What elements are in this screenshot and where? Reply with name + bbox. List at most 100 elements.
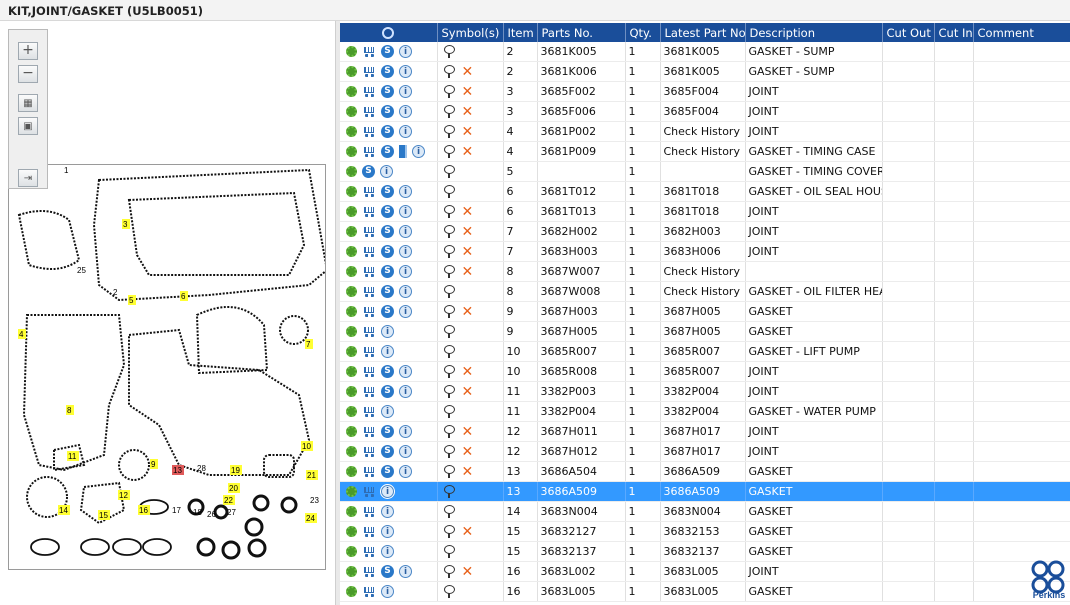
cart-icon[interactable] [362, 266, 376, 278]
manual-book-icon[interactable] [399, 145, 407, 159]
info-icon[interactable]: i [399, 185, 412, 199]
header-comment[interactable]: Comment [973, 23, 1070, 42]
service-info-icon[interactable]: S [381, 285, 394, 299]
callout-bubble-icon[interactable] [443, 565, 456, 579]
callout-label[interactable]: 15 [99, 511, 108, 520]
service-info-icon[interactable]: S [381, 265, 394, 279]
info-icon[interactable]: i [399, 45, 412, 59]
callout-bubble-icon[interactable] [443, 305, 456, 319]
callout-bubble-icon[interactable] [443, 105, 456, 119]
info-icon[interactable]: i [399, 105, 412, 119]
settings-gear-icon[interactable] [346, 126, 357, 138]
callout-bubble-icon[interactable] [443, 405, 456, 419]
info-icon[interactable]: i [399, 85, 412, 99]
service-info-icon[interactable]: S [381, 45, 394, 59]
header-item[interactable]: Item [503, 23, 538, 42]
info-icon[interactable]: i [399, 565, 412, 579]
superseded-x-icon[interactable]: ✕ [461, 63, 474, 80]
callout-label[interactable]: 19 [231, 466, 240, 475]
info-icon[interactable]: i [381, 505, 394, 519]
superseded-x-icon[interactable]: ✕ [461, 363, 474, 380]
cart-icon[interactable] [362, 186, 376, 198]
service-info-icon[interactable]: S [362, 165, 375, 179]
callout-bubble-icon[interactable] [443, 85, 456, 99]
callout-label[interactable]: 24 [306, 514, 315, 523]
header-latest-part[interactable]: Latest Part No. [660, 23, 746, 42]
superseded-x-icon[interactable]: ✕ [461, 143, 474, 160]
zoom-out-button[interactable]: − [18, 65, 38, 83]
header-cut-out[interactable]: Cut Out [882, 23, 935, 42]
callout-label[interactable]: 22 [224, 496, 233, 505]
settings-gear-icon[interactable] [346, 466, 357, 478]
callout-bubble-icon[interactable] [443, 325, 456, 339]
settings-gear-icon[interactable] [346, 206, 357, 218]
callout-bubble-icon[interactable] [443, 365, 456, 379]
service-info-icon[interactable]: S [381, 565, 394, 579]
callout-label[interactable]: 25 [77, 266, 86, 275]
cart-icon[interactable] [362, 106, 376, 118]
cart-icon[interactable] [362, 126, 376, 138]
zoom-in-button[interactable]: + [18, 42, 38, 60]
header-symbols[interactable]: Symbol(s) [437, 23, 504, 42]
info-icon[interactable]: i [399, 465, 412, 479]
info-icon[interactable]: i [412, 145, 425, 159]
settings-gear-icon[interactable] [346, 446, 357, 458]
settings-gear-icon[interactable] [346, 246, 357, 258]
info-icon[interactable]: i [381, 345, 394, 359]
service-info-icon[interactable]: S [381, 125, 394, 139]
callout-label[interactable]: 6 [181, 292, 186, 301]
service-info-icon[interactable]: S [381, 465, 394, 479]
panel-splitter[interactable] [336, 21, 340, 605]
superseded-x-icon[interactable]: ✕ [461, 303, 474, 320]
callout-bubble-icon[interactable] [443, 225, 456, 239]
cart-icon[interactable] [362, 566, 376, 578]
info-icon[interactable]: i [381, 325, 394, 339]
info-icon[interactable]: i [380, 165, 393, 179]
superseded-x-icon[interactable]: ✕ [461, 523, 474, 540]
superseded-x-icon[interactable]: ✕ [461, 103, 474, 120]
info-icon[interactable]: i [399, 65, 412, 79]
settings-gear-icon[interactable] [346, 326, 357, 338]
header-actions[interactable] [340, 23, 438, 42]
callout-bubble-icon[interactable] [443, 385, 456, 399]
settings-gear-icon[interactable] [346, 66, 357, 78]
cart-icon[interactable] [362, 66, 376, 78]
cart-icon[interactable] [362, 506, 376, 518]
info-icon[interactable]: i [399, 445, 412, 459]
cart-icon[interactable] [362, 486, 376, 498]
service-info-icon[interactable]: S [381, 425, 394, 439]
callout-bubble-icon[interactable] [443, 485, 456, 499]
cart-icon[interactable] [362, 306, 376, 318]
superseded-x-icon[interactable]: ✕ [461, 203, 474, 220]
settings-gear-icon[interactable] [346, 566, 357, 578]
cart-icon[interactable] [362, 286, 376, 298]
info-icon[interactable]: i [381, 485, 394, 499]
settings-gear-icon[interactable] [346, 186, 357, 198]
cart-icon[interactable] [362, 446, 376, 458]
settings-gear-icon[interactable] [346, 406, 357, 418]
callout-bubble-icon[interactable] [443, 145, 456, 159]
superseded-x-icon[interactable]: ✕ [461, 563, 474, 580]
cart-icon[interactable] [362, 226, 376, 238]
cart-icon[interactable] [362, 426, 376, 438]
settings-gear-icon[interactable] [346, 586, 357, 598]
cart-icon[interactable] [362, 86, 376, 98]
callout-bubble-icon[interactable] [443, 465, 456, 479]
callout-bubble-icon[interactable] [443, 245, 456, 259]
callout-label[interactable]: 2 [113, 288, 118, 297]
settings-gear-icon[interactable] [346, 286, 357, 298]
header-qty[interactable]: Qty. [625, 23, 661, 42]
cart-icon[interactable] [362, 586, 376, 598]
service-info-icon[interactable]: S [381, 305, 394, 319]
